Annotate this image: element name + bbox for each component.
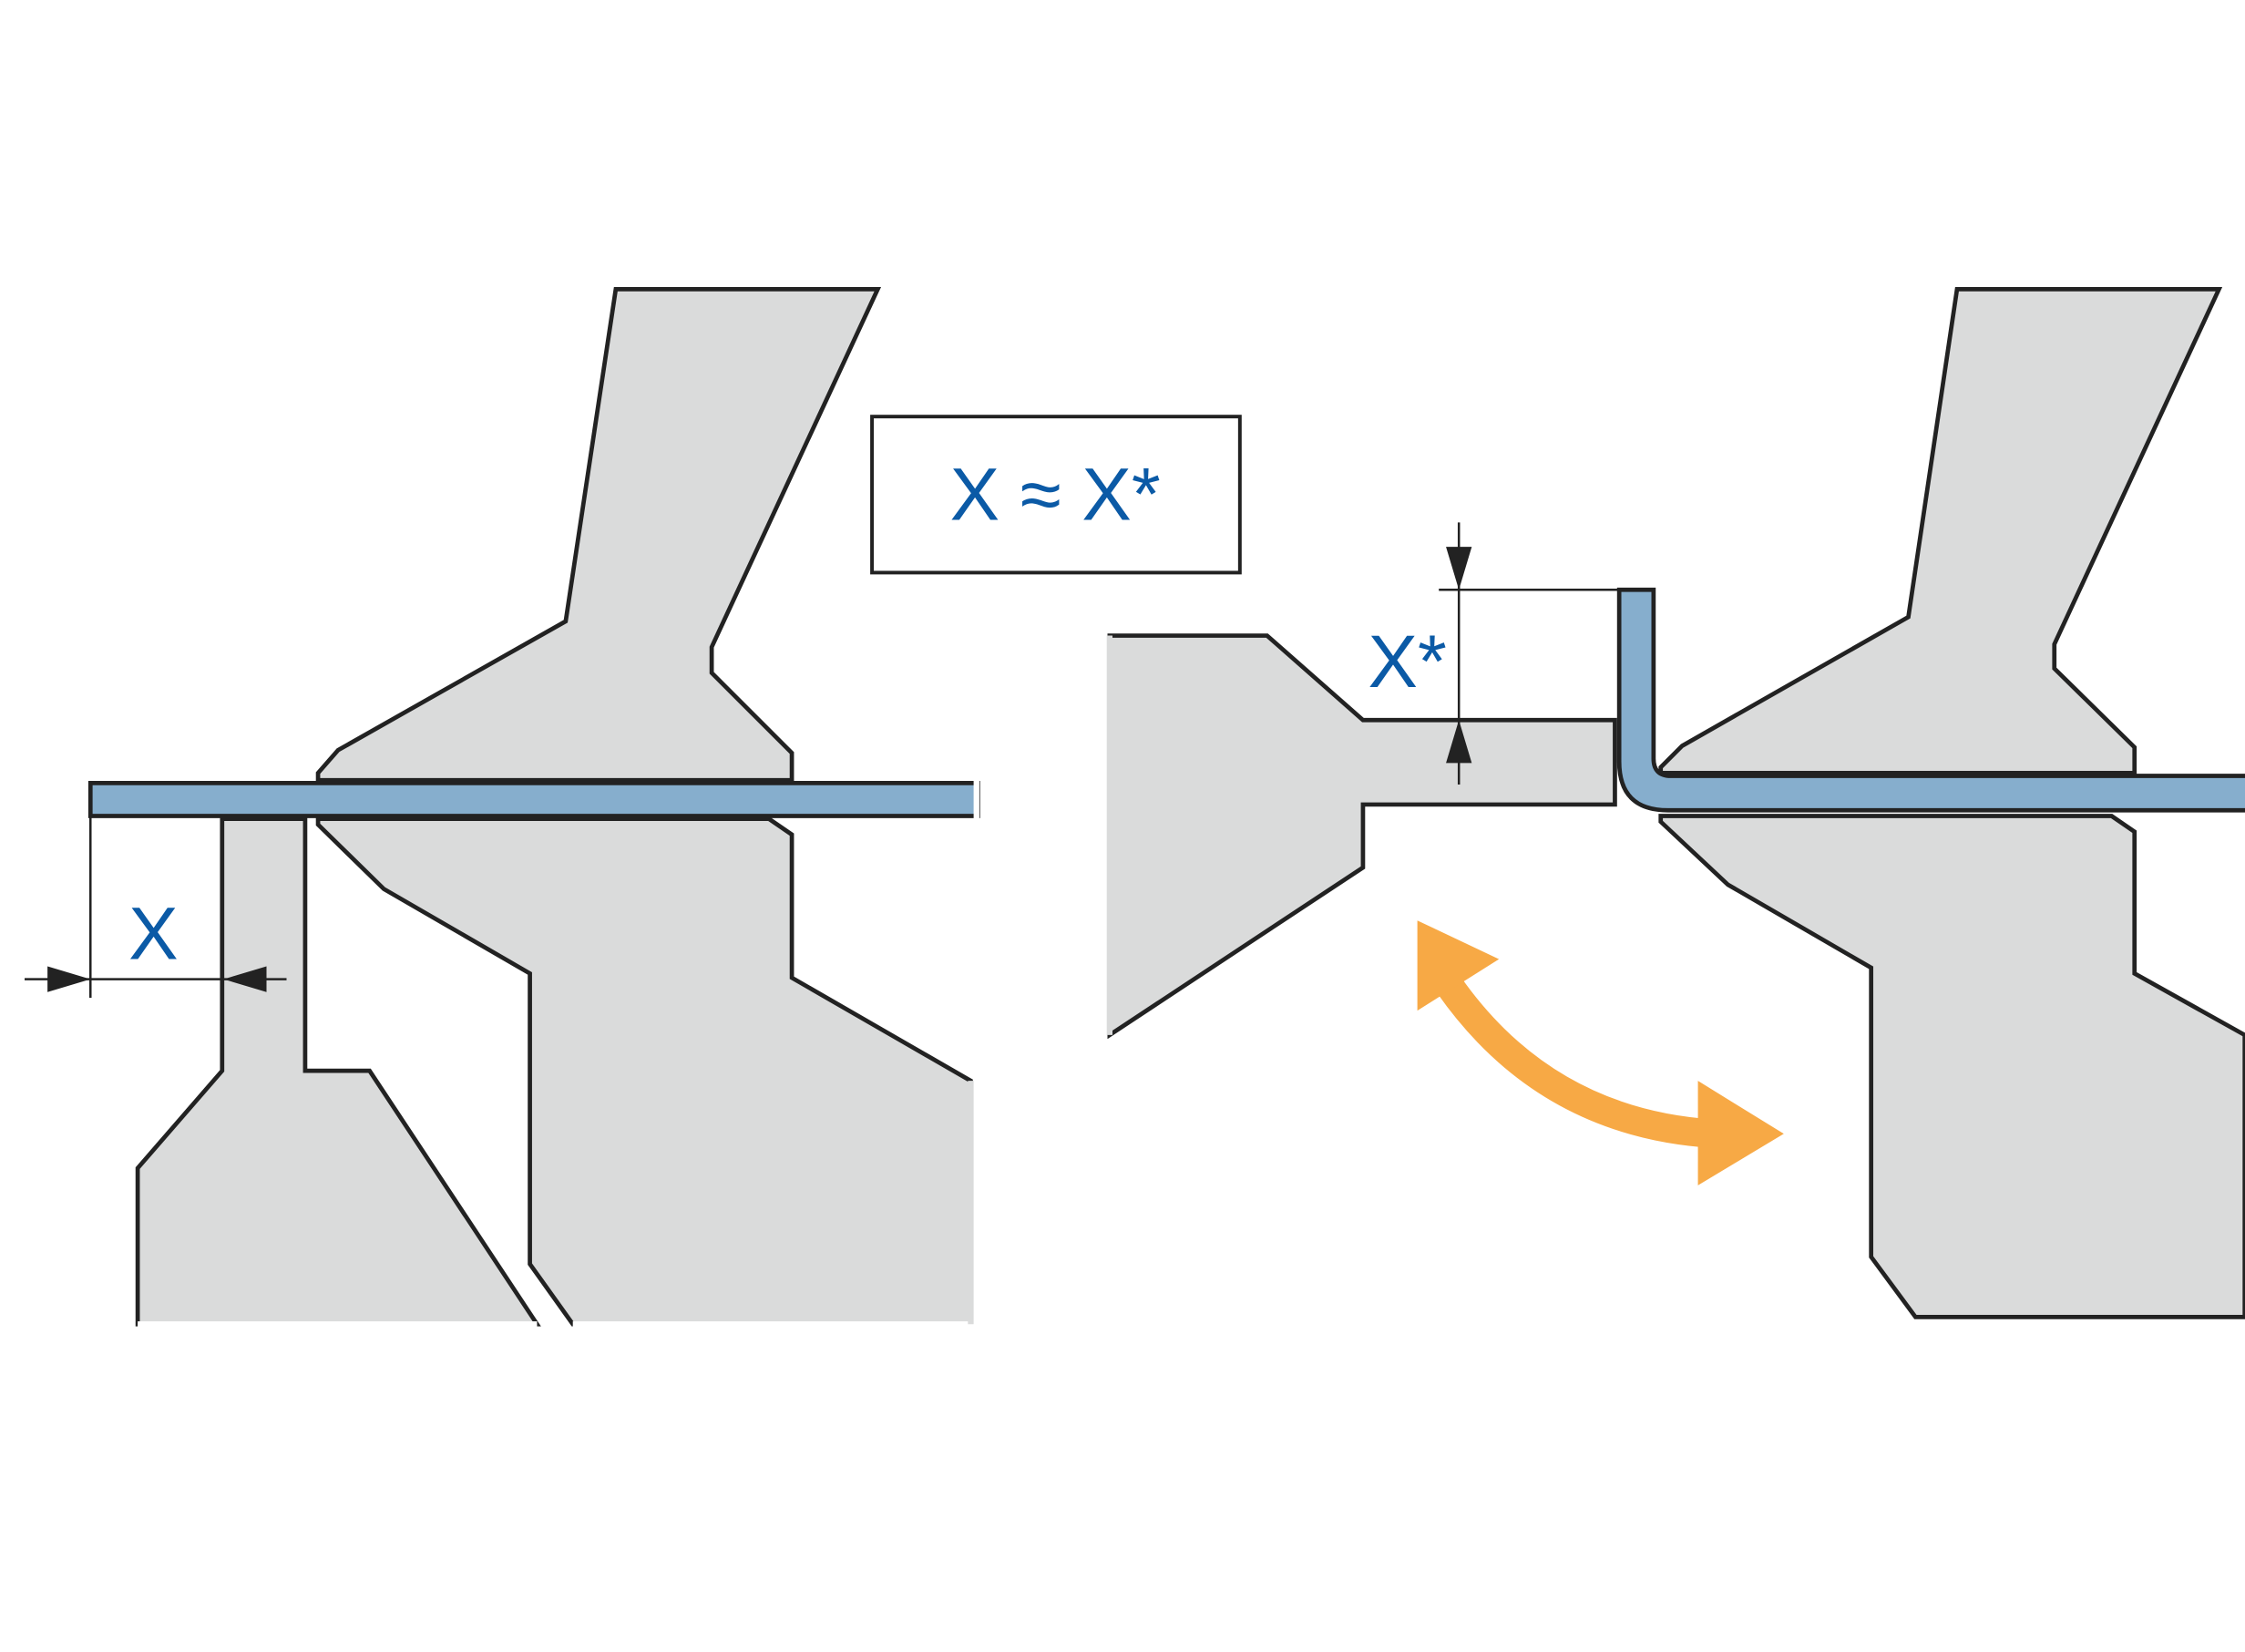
- left-sheet-metal: [87, 781, 980, 818]
- right-bent-sheet-metal: [1616, 587, 2245, 813]
- equation-label: X ≈ X*: [950, 453, 1161, 536]
- equation-box: X ≈ X*: [870, 415, 1242, 575]
- right-setup: X*: [1106, 286, 2245, 1319]
- dimension-label-x-star: X*: [1368, 621, 1446, 703]
- right-lower-die: [1658, 814, 2245, 1319]
- right-backgauge-die: [1107, 633, 1617, 1040]
- left-upper-punch: [315, 286, 882, 783]
- left-setup: X: [24, 286, 980, 1328]
- right-upper-punch: [1658, 286, 2223, 775]
- arrow-down-icon: [1446, 547, 1472, 590]
- arrow-right-icon: [47, 966, 91, 992]
- right-dimension-x-star: X*: [1368, 522, 1620, 785]
- bend-motion-double-arrow-icon: [1417, 920, 1784, 1185]
- arrow-up-icon: [1446, 720, 1472, 764]
- left-dimension-x: X: [24, 816, 287, 999]
- dimension-label-x: X: [128, 893, 179, 976]
- arrow-left-icon: [223, 966, 267, 992]
